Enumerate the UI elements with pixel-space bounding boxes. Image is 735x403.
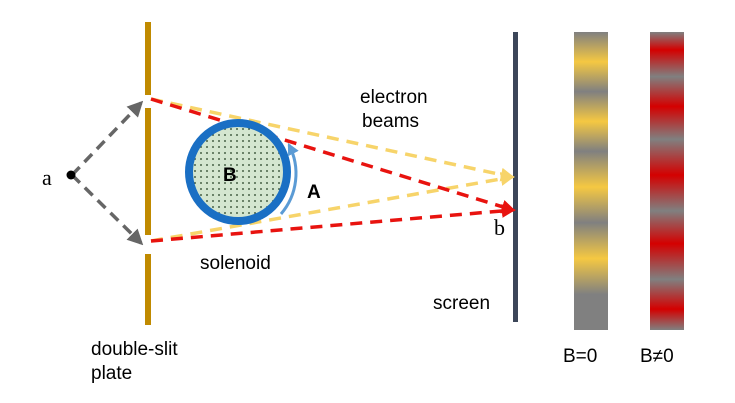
fringe-pattern-field-on — [650, 32, 684, 330]
plate-segment-bottom — [145, 254, 151, 325]
label-solenoid: solenoid — [200, 253, 271, 274]
plate-segment-middle — [145, 108, 151, 235]
solenoid — [185, 119, 291, 225]
beams-field-off — [150, 97, 515, 243]
label-detection-point: b — [494, 215, 505, 240]
incoming-beam-lower — [70, 173, 144, 246]
vector-potential-arrow — [279, 142, 299, 215]
detection-screen — [513, 32, 518, 322]
incoming-beam-upper — [70, 100, 144, 177]
label-screen: screen — [433, 293, 490, 314]
label-pattern-field-on: B≠0 — [640, 346, 674, 367]
label-plate: plate — [91, 363, 132, 384]
beam-field-off-lower — [150, 172, 515, 243]
label-beams: beams — [362, 111, 419, 132]
incoming-beams — [70, 100, 144, 246]
label-source-point: a — [42, 165, 52, 190]
label-magnetic-field: B — [223, 165, 237, 186]
label-electron: electron — [360, 87, 428, 108]
beam-field-on-upper — [150, 97, 516, 214]
solenoid-winding-ring — [185, 119, 291, 225]
double-slit-plate — [145, 22, 151, 325]
label-vector-potential: A — [307, 182, 321, 203]
beams-field-on — [150, 97, 516, 243]
beam-field-off-upper — [150, 97, 515, 182]
source-point-dot — [66, 170, 76, 180]
label-double-slit: double-slit — [91, 339, 178, 360]
fringe-pattern-field-off — [574, 32, 608, 330]
plate-segment-top — [145, 22, 151, 95]
solenoid-core — [191, 125, 285, 219]
beam-field-on-lower — [150, 203, 516, 243]
label-pattern-field-off: B=0 — [563, 346, 597, 367]
